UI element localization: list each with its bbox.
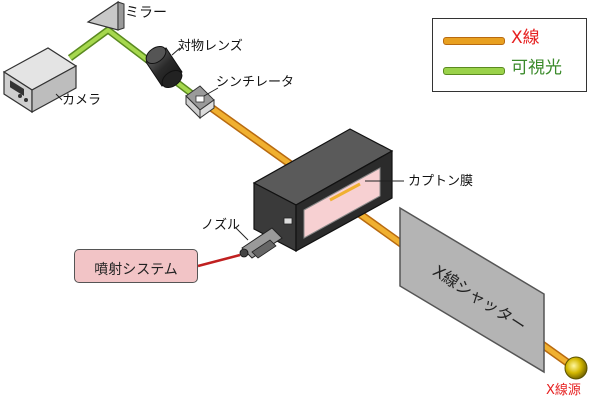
scintillator-icon: [185, 85, 215, 120]
label-scintillator: シンチレータ: [216, 75, 295, 90]
label-xray-source: X線源: [546, 383, 581, 398]
legend-xray-label: X線: [511, 28, 540, 48]
legend-visible-label: 可視光: [511, 58, 562, 78]
legend-xray: X線: [433, 29, 586, 51]
legend: X線 可視光: [432, 18, 587, 92]
spray-line: [197, 253, 241, 268]
camera-icon: [2, 47, 78, 114]
legend-visible-line: [443, 67, 505, 75]
label-objective-lens: 対物レンズ: [178, 39, 243, 54]
label-camera: カメラ: [62, 93, 102, 108]
chamber-icon: [252, 128, 394, 253]
objective-lens-icon: [145, 45, 183, 89]
leader-lines: [55, 47, 404, 241]
xray-source-icon: [564, 356, 588, 380]
xray-shutter: [399, 206, 545, 374]
label-spray-system: 噴射システム: [94, 262, 178, 278]
spray-system-box: 噴射システム: [74, 249, 198, 283]
label-mirror: ミラー: [125, 5, 167, 21]
mirror-icon: [86, 0, 125, 31]
legend-visible: 可視光: [433, 59, 586, 81]
label-kapton-film: カプトン膜: [408, 174, 474, 189]
label-nozzle: ノズル: [201, 218, 241, 233]
nozzle-icon: [239, 217, 293, 259]
legend-xray-line: [443, 37, 505, 45]
